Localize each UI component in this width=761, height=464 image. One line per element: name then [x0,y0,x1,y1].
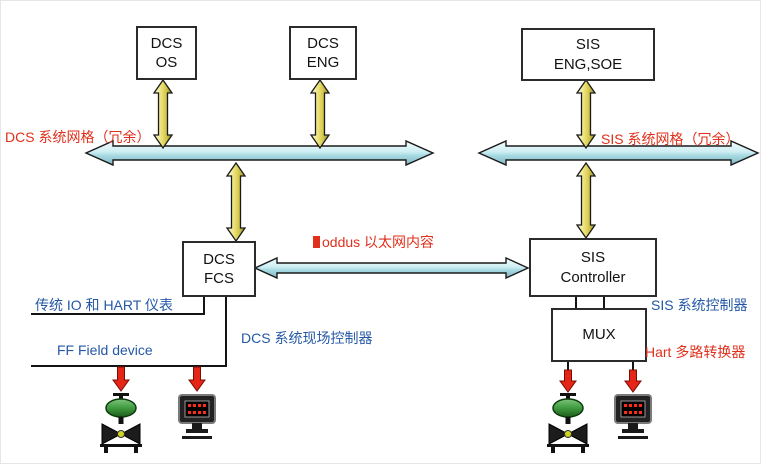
label-traditional-io: 传统 IO 和 HART 仪表 [35,297,173,313]
modbus-link-arrow [253,256,530,280]
red-block-icon [313,236,320,248]
transmitter-icon-left [178,394,216,439]
label-dcs-field-controller: DCS 系统现场控制器 [241,330,373,346]
label-dcs-network: DCS 系统网格（冗余） [5,129,151,145]
valve-icon-right [547,393,589,453]
wire-dcs-fcs-to-ff [31,293,227,367]
link-sis-eng-to-bus [575,78,597,150]
node-mux: MUX [551,308,647,362]
node-dcs-os: DCS OS [136,26,197,80]
label-modbus-text: oddus 以太网内容 [322,234,435,250]
dcs-network-bus-arrow [84,139,435,167]
signal-arrow-left-valve [112,366,130,392]
sis-network-bus-arrow [477,139,760,167]
transmitter-icon-right [614,394,652,439]
link-dcs-os-to-bus [152,78,174,150]
node-sis-controller: SIS Controller [529,238,657,297]
signal-arrow-right-valve [559,369,577,393]
node-dcs-fcs: DCS FCS [182,241,256,297]
label-sis-network: SIS 系统网格（冗余） [601,131,740,147]
label-hart-mux: Hart 多路转换器 [645,344,746,360]
node-sis-eng-soe: SIS ENG,SOE [521,28,655,81]
node-dcs-eng: DCS ENG [289,26,357,80]
label-modbus-ethernet: oddus 以太网内容 [313,232,434,252]
link-bus-to-sis-controller [575,161,597,240]
label-sis-controller-desc: SIS 系统控制器 [651,297,748,313]
signal-arrow-left-transmitter [188,366,206,392]
valve-icon-left [100,393,142,453]
link-bus-to-dcs-fcs [225,161,247,243]
wire-dcs-fcs-to-io [31,293,205,315]
link-dcs-eng-to-bus [309,78,331,150]
signal-arrow-right-transmitter [624,369,642,393]
label-ff-field-device: FF Field device [57,342,153,358]
